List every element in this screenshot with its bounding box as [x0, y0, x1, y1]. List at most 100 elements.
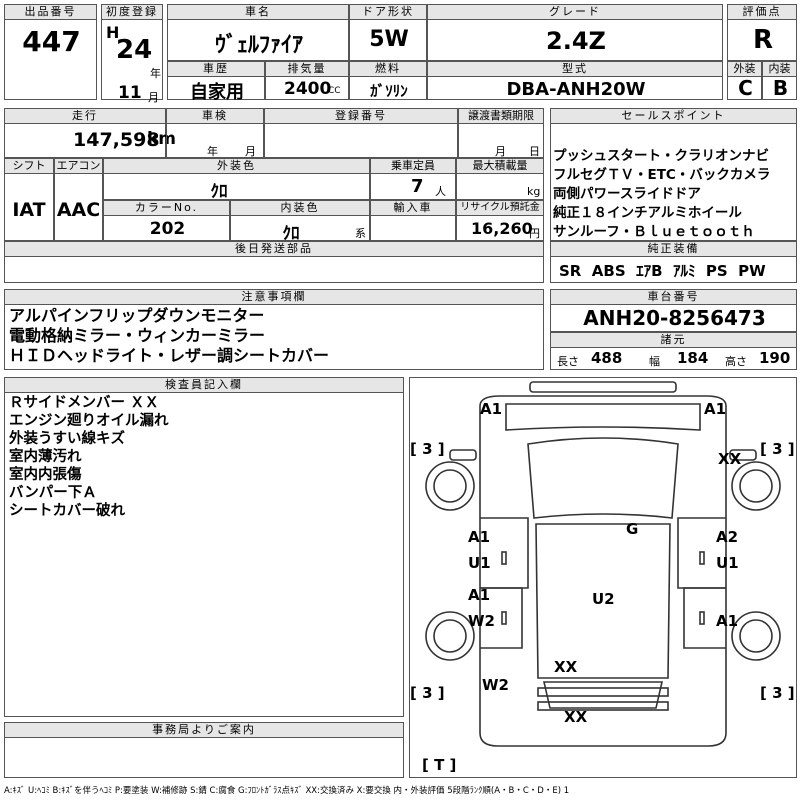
int-color-value: ｸﾛ — [282, 224, 300, 244]
history-label: 車歴 — [168, 62, 264, 77]
dmg-xx-fender: XX — [718, 450, 742, 468]
history-cell: 車歴 自家用 — [167, 61, 265, 103]
chassis-label: 車台番号 — [551, 290, 796, 305]
color-label: 外装色 — [104, 159, 369, 174]
interior-label: 内装 — [763, 62, 796, 77]
displacement-cell: 排気量 2400 CC — [265, 61, 349, 100]
plate-cell: 登録番号 — [264, 108, 458, 158]
int-color-unit: 系 — [355, 227, 366, 240]
seats-label: 乗車定員 — [371, 159, 455, 174]
car-diagram: A1 A1 [ 3 ] [ 3 ] XX G A1 U1 A2 U1 A1 W2… — [409, 377, 797, 778]
sales-point: フルセグＴＶ・ETC・バックカメラ — [553, 167, 771, 183]
score-label: 評価点 — [728, 5, 796, 20]
lot-label: 出品番号 — [5, 5, 96, 20]
inspector-label: 検査員記入欄 — [5, 378, 403, 393]
inspector-line: 室内内張傷 — [9, 467, 82, 483]
doors-value: 5W — [369, 27, 409, 52]
car-diagram-svg: A1 A1 [ 3 ] [ 3 ] XX G A1 U1 A2 U1 A1 W2… — [410, 381, 795, 774]
inspector-line: シートカバー破れ — [9, 503, 125, 519]
legend: A:ｷｽﾞ U:ﾍｺﾐ B:ｷｽﾞを伴うﾍｺﾐ P:要塗装 W:補修跡 S:錆 … — [4, 786, 570, 796]
office-cell: 事務局よりご案内 — [4, 722, 404, 778]
inspector-line: Ｒサイドメンバー ＸＸ — [9, 395, 160, 411]
mileage-label: 走行 — [5, 109, 165, 124]
interior-value: B — [772, 76, 789, 100]
car-name-cell: 車名 ｳﾞｪﾙﾌｧｲｱ — [167, 4, 349, 61]
equipment-value: SR ABS ｴｱB ｱﾙﾐ PS PW — [559, 262, 766, 280]
grade-cell: グレード 2.4Z — [427, 4, 723, 61]
import-label: 輸入車 — [371, 201, 455, 216]
inspector-list: Ｒサイドメンバー ＸＸ エンジン廻りオイル漏れ 外装うすい線キズ 室内薄汚れ 室… — [9, 394, 169, 520]
mileage-value: 147,598 — [73, 129, 160, 151]
dmg-u1-right-door: U1 — [716, 554, 739, 572]
model-label: 型式 — [428, 62, 722, 77]
inspection-label: 車検 — [167, 109, 263, 124]
equipment-label: 純正装備 — [551, 242, 796, 257]
doors-label: ドア形状 — [350, 5, 426, 20]
color-value: ｸﾛ — [210, 182, 228, 202]
ac-cell: エアコン AAC — [54, 158, 103, 241]
doors-cell: ドア形状 5W — [349, 4, 427, 61]
first-reg-label: 初度登録 — [102, 5, 162, 20]
month-unit: 月 — [148, 91, 159, 104]
load-label: 最大積載量 — [457, 159, 543, 174]
equipment-cell: 純正装備 SR ABS ｴｱB ｱﾙﾐ PS PW — [550, 241, 797, 283]
transfer-day-unit: 日 — [529, 145, 540, 158]
chassis-cell: 車台番号 ANH20-8256473 — [550, 289, 797, 332]
later-parts-label: 後日発送部品 — [5, 242, 543, 257]
shift-value: IAT — [12, 199, 46, 221]
color-cell: 外装色 ｸﾛ — [103, 158, 370, 202]
color-no-label: カラーNo. — [104, 201, 229, 216]
reg-month: 11 — [118, 83, 142, 103]
tire-front-right: [ 3 ] — [760, 440, 795, 458]
shift-cell: シフト IAT — [4, 158, 54, 241]
grade-value: 2.4Z — [546, 27, 606, 55]
inspector-line: 外装うすい線キズ — [9, 431, 125, 447]
seats-unit: 人 — [435, 185, 446, 198]
height-value: 190 — [759, 349, 791, 367]
notes-label: 注意事項欄 — [5, 290, 543, 305]
length-label: 長さ — [557, 355, 579, 368]
width-label: 幅 — [649, 355, 660, 368]
recycle-unit: 円 — [529, 227, 540, 240]
shift-label: シフト — [5, 159, 53, 174]
later-parts-cell: 後日発送部品 — [4, 241, 544, 283]
reg-year: 24 — [116, 35, 153, 65]
dmg-xx-bumper: XX — [564, 708, 588, 726]
load-unit: kg — [527, 185, 541, 198]
history-value: 自家用 — [190, 82, 244, 103]
displacement-label: 排気量 — [266, 62, 348, 77]
note-line: 電動格納ミラー・ウィンカーミラー — [9, 326, 266, 345]
note-line: アルパインフリップダウンモニター — [9, 306, 265, 325]
fuel-label: 燃料 — [350, 62, 426, 77]
dmg-u2-roof: U2 — [592, 590, 615, 608]
lot-number: 447 — [22, 25, 81, 58]
width-value: 184 — [677, 349, 709, 367]
import-cell: 輸入車 — [370, 200, 456, 241]
sales-point: サンルーフ・Ｂｌｕｅｔｏｏｔｈ — [553, 224, 755, 240]
tire-rear-left: [ 3 ] — [410, 684, 445, 702]
sales-point: 純正１８インチアルミホイール — [553, 205, 742, 221]
dimensions-label: 諸元 — [551, 333, 796, 348]
dmg-a1-front-right: A1 — [704, 400, 726, 418]
score-cell: 評価点 R — [727, 4, 797, 61]
dimensions-cell: 諸元 長さ 488 幅 184 高さ 190 — [550, 332, 797, 370]
sales-point: 両側パワースライドドア — [553, 186, 701, 202]
seats-cell: 乗車定員 7 人 — [370, 158, 456, 200]
dmg-a1-front-left: A1 — [480, 400, 502, 418]
int-color-cell: 内装色 ｸﾛ 系 — [230, 200, 370, 244]
inspection-cell: 車検 年 月 — [166, 108, 264, 158]
grade-label: グレード — [428, 5, 722, 20]
recycle-label: リサイクル預託金 — [457, 201, 543, 216]
sales-point: プッシュスタート・クラリオンナビ — [553, 148, 769, 164]
transfer-month-unit: 月 — [495, 145, 506, 158]
inspector-line: バンパー下Ａ — [9, 485, 97, 501]
tire-front-left: [ 3 ] — [410, 440, 445, 458]
lot-cell: 出品番号 447 — [4, 4, 97, 100]
model-cell: 型式 DBA-ANH20W — [427, 61, 723, 100]
first-reg-cell: 初度登録 H 24 年 11 月 — [101, 4, 163, 104]
sales-points-list: プッシュスタート・クラリオンナビ フルセグＴＶ・ETC・バックカメラ 両側パワー… — [553, 147, 770, 242]
exterior-label: 外装 — [728, 62, 761, 77]
sales-points-label: セールスポイント — [551, 109, 796, 124]
exterior-cell: 外装 C — [727, 61, 762, 100]
dmg-w2-left-rear-door: W2 — [468, 612, 495, 630]
